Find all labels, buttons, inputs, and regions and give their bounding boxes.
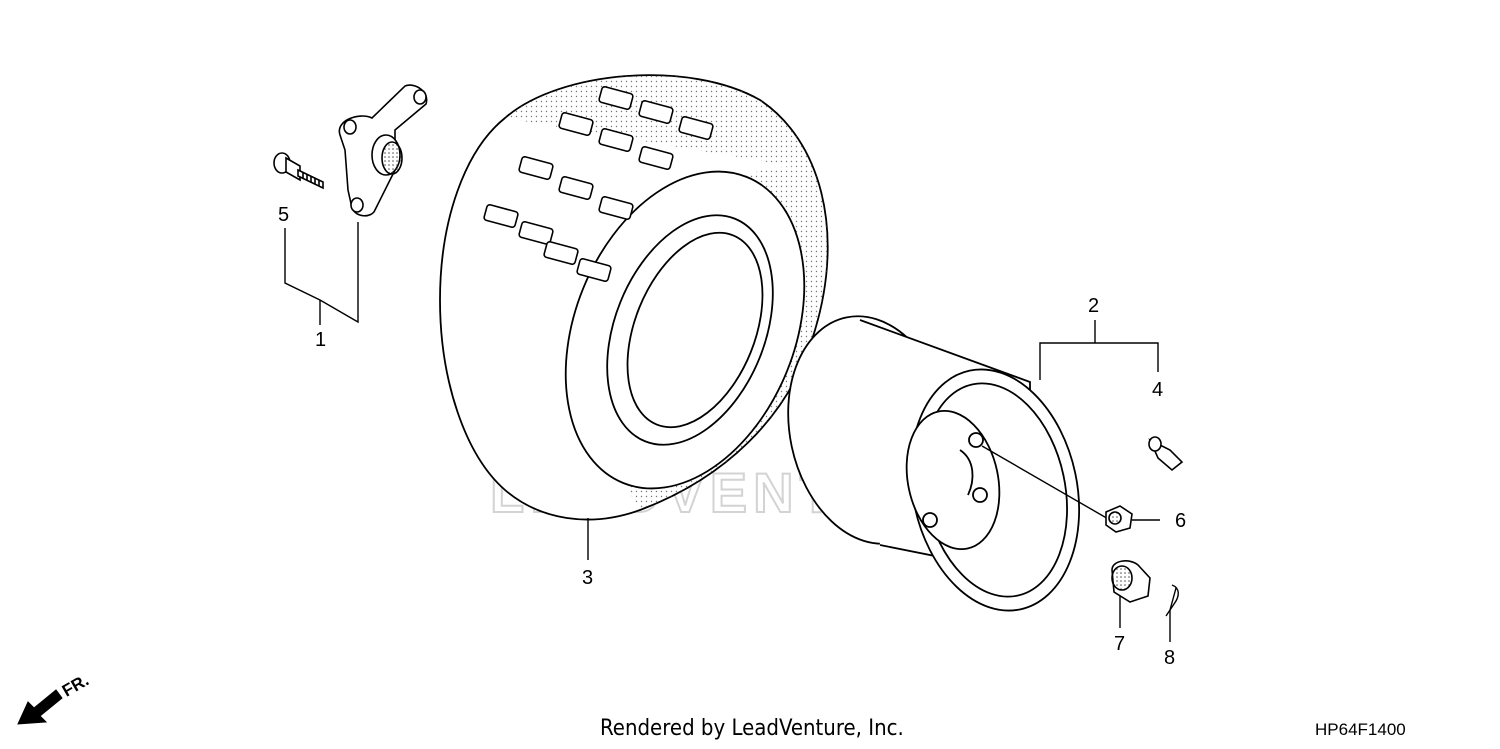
callout-1[interactable]: 1 (315, 329, 327, 351)
diagram-code: HP64F1400 (1315, 720, 1406, 739)
part-2-wheel[interactable] (768, 301, 1101, 627)
front-direction-arrow (17, 689, 63, 725)
footer-credit: Rendered by LeadVenture, Inc. (600, 716, 904, 741)
callout-2[interactable]: 2 (1088, 295, 1100, 317)
part-8-cotter-pin[interactable] (1165, 584, 1179, 617)
part-7-castle-nut[interactable] (1111, 560, 1151, 603)
callout-3[interactable]: 3 (582, 567, 594, 589)
callout-4[interactable]: 4 (1152, 379, 1164, 401)
part-4-valve[interactable] (1148, 436, 1184, 472)
part-5-bolt[interactable] (273, 152, 324, 190)
part-1-hub[interactable] (338, 84, 428, 217)
leader-lines-1-5 (284, 222, 359, 325)
callout-8[interactable]: 8 (1164, 647, 1176, 669)
part-6-nut[interactable] (1105, 505, 1133, 533)
callout-6[interactable]: 6 (1175, 510, 1187, 532)
part-3-tire[interactable] (439, 74, 849, 560)
callout-7[interactable]: 7 (1114, 633, 1126, 655)
leader-lines-2-4-6 (981, 320, 1171, 642)
callout-5[interactable]: 5 (278, 204, 290, 226)
